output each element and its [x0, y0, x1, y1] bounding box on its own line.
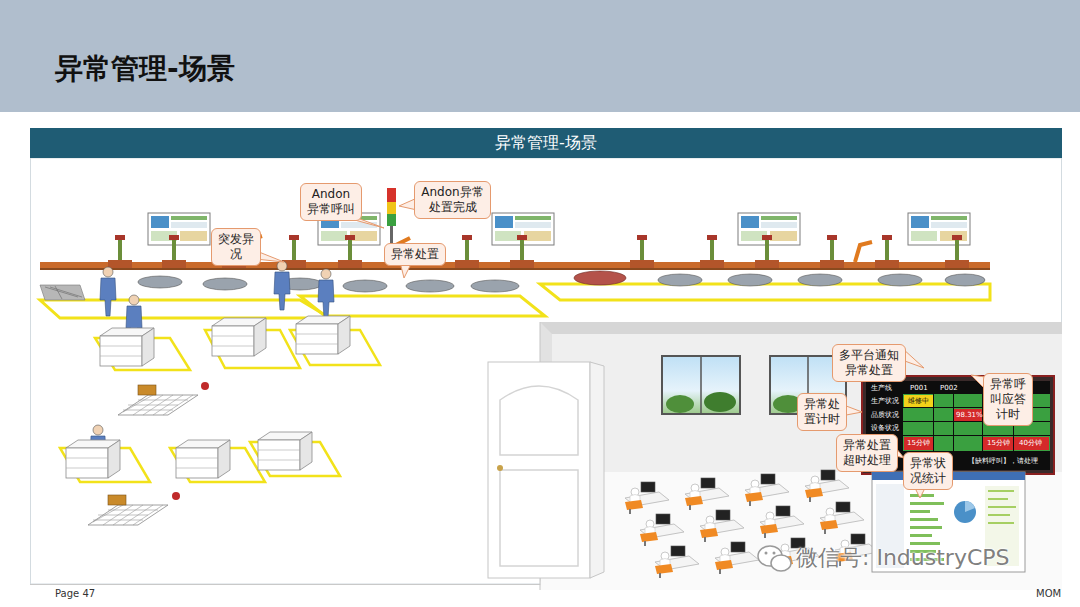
callout-text: 异常处置 超时处理	[842, 438, 892, 468]
watermark: 微信号: IndustryCPS	[796, 543, 1010, 573]
table-cell: 维修中	[908, 397, 929, 406]
callout-text: 异常处置	[390, 247, 440, 262]
callout-text: 突发异 况	[217, 232, 255, 262]
callout-box: 多平台通知 异常处置	[832, 344, 906, 382]
callout-box: Andon 异常呼叫	[300, 183, 362, 221]
callout-text: 异常呼 叫应答 计时	[989, 377, 1027, 422]
footer-tag: MOM	[1036, 588, 1061, 599]
page-number: Page 47	[55, 588, 95, 599]
callout-box: 突发异 况	[211, 228, 261, 266]
callout-text: Andon 异常呼叫	[306, 187, 356, 217]
table-cell: P002	[940, 384, 958, 393]
callout-box: 异常处置	[384, 243, 446, 266]
callout-box: 异常处置 超时处理	[836, 434, 898, 472]
callout-box: 异常处 置计时	[797, 393, 847, 431]
table-cell: P001	[910, 384, 928, 393]
callout-text: 异常状 况统计	[909, 456, 947, 486]
table-cell: 生产状况	[871, 397, 899, 406]
table-cell: 生产线	[871, 384, 892, 393]
callout-text: 多平台通知 异常处置	[838, 348, 900, 378]
band-title: 异常管理-场景	[495, 133, 597, 154]
table-cell: 品质状况	[871, 411, 899, 420]
callout-box: 异常呼 叫应答 计时	[983, 373, 1033, 426]
table-cell: 40分钟	[1019, 439, 1042, 448]
table-cell: 【缺料呼叫】，请处理	[968, 457, 1038, 466]
table-cell: 15分钟	[987, 439, 1010, 448]
callout-box: 异常状 况统计	[903, 452, 953, 490]
table-cell: 15分钟	[907, 439, 930, 448]
callout-box: Andon异常 处置完成	[414, 181, 491, 219]
callout-text: Andon异常 处置完成	[420, 185, 485, 215]
section-band: 异常管理-场景	[30, 128, 1062, 158]
table-cell: 设备状况	[871, 424, 899, 433]
callout-text: 异常处 置计时	[803, 397, 841, 427]
page-title: 异常管理-场景	[55, 50, 235, 88]
table-cell: 98.31%	[956, 411, 983, 420]
